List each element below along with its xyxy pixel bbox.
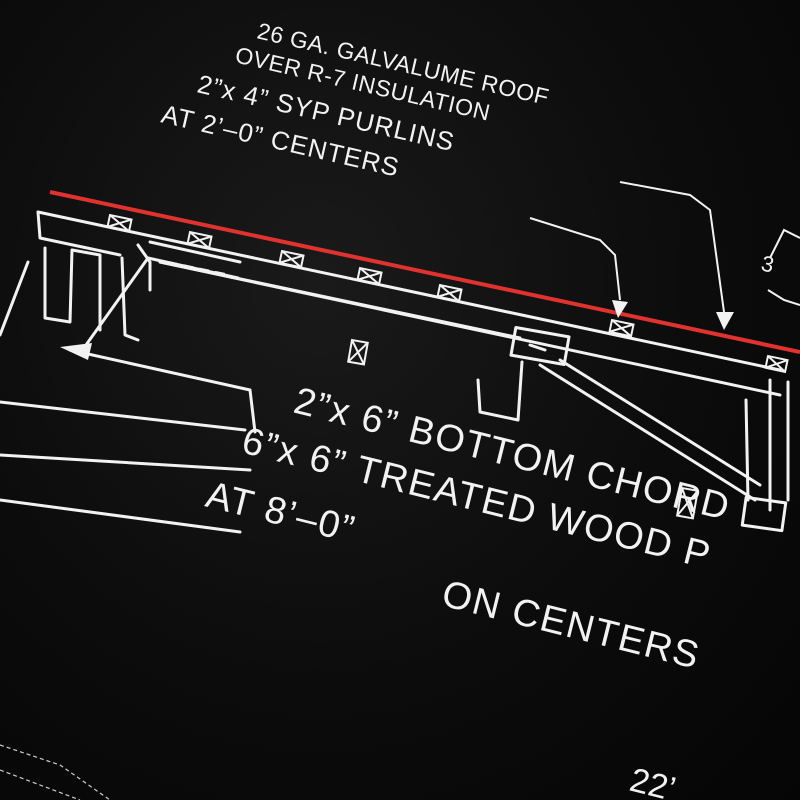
- truss: [158, 260, 790, 533]
- hem-stitching: [0, 744, 111, 800]
- purlin-box: [436, 283, 463, 303]
- purlin-box: [106, 213, 133, 233]
- purlin-box: [356, 266, 383, 286]
- side-mark-label: 3: [759, 251, 777, 278]
- post-label-line2: AT 8’–0”: [202, 474, 360, 552]
- ground-line: [0, 498, 242, 534]
- purlin-box: [278, 249, 305, 269]
- post-label-line3: ON CENTERS: [438, 573, 704, 678]
- leader-arrows: [529, 181, 800, 330]
- bottom-partial-label: 22’: [626, 761, 679, 800]
- purlin-box: [186, 230, 213, 250]
- roof-red-line: [49, 190, 800, 354]
- purlin-box: [764, 354, 789, 374]
- purlins: [106, 213, 789, 374]
- left-post: [0, 240, 242, 347]
- lower-truss-boxes: [347, 338, 699, 520]
- truss-box: [675, 486, 699, 520]
- purlin-arrow-head: [612, 300, 628, 318]
- dimension-arrow: [0, 343, 257, 472]
- purlin-box: [608, 318, 635, 338]
- center-post: [476, 326, 571, 422]
- truss-box: [347, 338, 369, 366]
- roof-arrow-head: [716, 312, 734, 330]
- arrow-head-left: [60, 343, 92, 360]
